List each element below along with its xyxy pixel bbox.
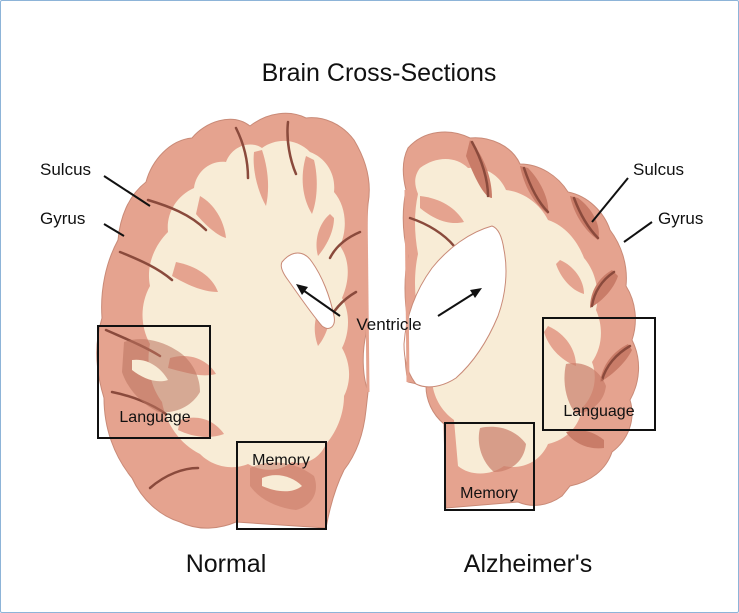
normal-memory-label: Memory [252, 452, 310, 469]
normal-medial-edge [366, 204, 368, 392]
normal-sulcus-label: Sulcus [40, 160, 91, 179]
alzheimers-brain-section [403, 132, 638, 508]
alzheimers-memory-label: Memory [460, 485, 518, 502]
ventricle-label: Ventricle [356, 315, 421, 334]
alzheimers-sulcus-leader [592, 178, 628, 222]
alzheimers-gyrus-leader [624, 222, 652, 242]
normal-gyrus-label: Gyrus [40, 209, 85, 228]
alzheimers-gyrus-label: Gyrus [658, 209, 703, 228]
normal-caption: Normal [186, 550, 267, 578]
figure-title: Brain Cross-Sections [262, 59, 497, 87]
alzheimers-language-label: Language [563, 403, 634, 420]
alzheimers-caption: Alzheimer's [464, 550, 592, 578]
normal-language-label: Language [119, 409, 190, 426]
alzheimers-medial-edge [406, 190, 408, 382]
normal-brain-section [97, 113, 369, 528]
alzheimers-sulcus-label: Sulcus [633, 160, 684, 179]
